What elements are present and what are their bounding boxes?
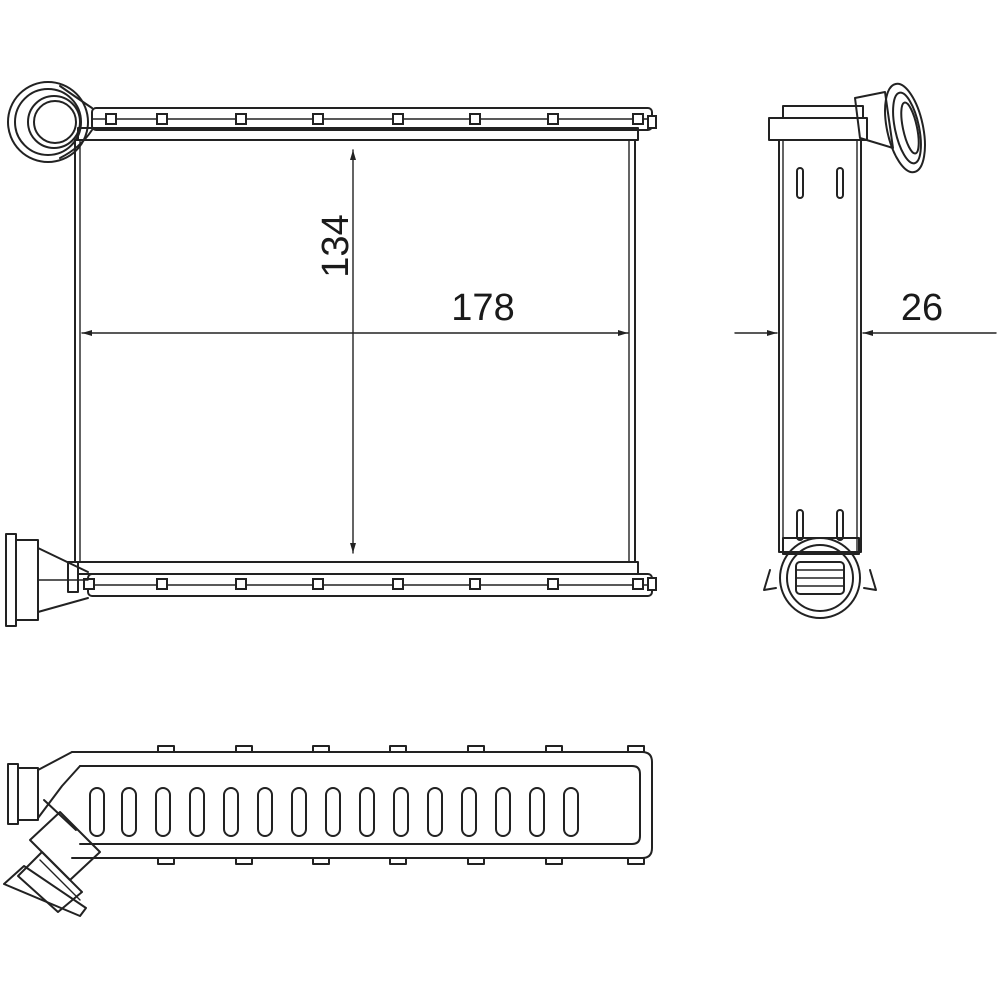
- bottom-view: [3, 745, 653, 917]
- side-view: 26: [734, 82, 997, 619]
- dimension-height: 134: [315, 149, 357, 554]
- front-view: 134 178: [5, 81, 657, 627]
- height-label: 134: [315, 214, 357, 277]
- top-tank: [77, 107, 657, 141]
- depth-label: 26: [901, 287, 943, 329]
- core-outline: [74, 139, 636, 563]
- tube-slots: [89, 787, 579, 837]
- dimension-depth: 26: [734, 287, 997, 336]
- bottom-view-pipes: [3, 751, 101, 917]
- dimension-width: 178: [81, 287, 629, 336]
- bottom-outlet-pipe: [5, 533, 89, 627]
- width-label: 178: [451, 287, 514, 329]
- top-inlet-pipe: [7, 81, 93, 163]
- side-top-connector: [854, 82, 926, 174]
- side-core-outline: [778, 139, 862, 553]
- bottom-tank: [77, 561, 657, 597]
- side-bottom-connector: [763, 537, 877, 619]
